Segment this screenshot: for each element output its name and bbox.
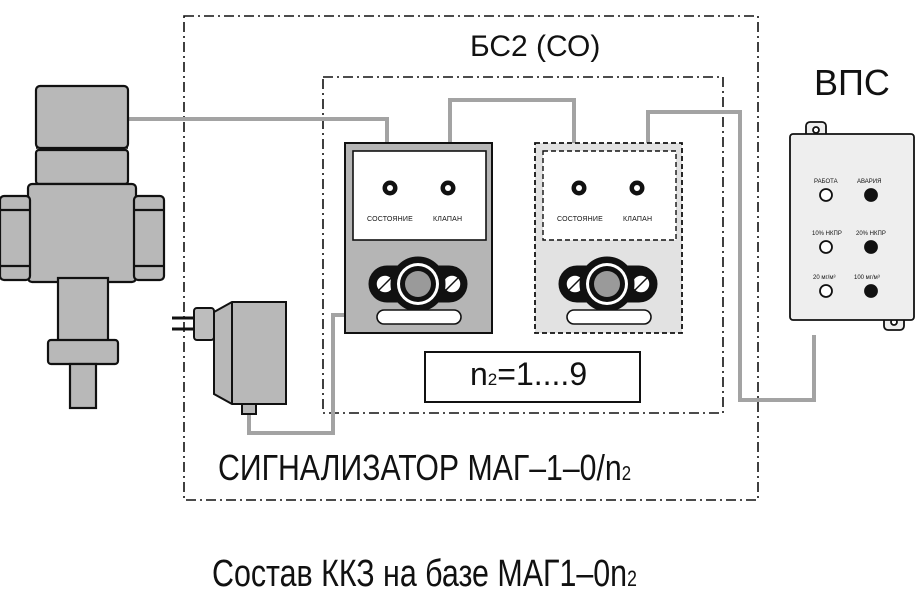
valve-label-text: КЛАПАН (623, 216, 653, 223)
bs2-label: БС2 (СО) (470, 30, 600, 64)
system-label-sub: 2 (621, 463, 632, 485)
count-box (424, 351, 641, 403)
page-title: Состав ККЗ на базе МАГ1–0n2 (212, 553, 637, 596)
module-primary-status-label: СОСТОЯНИЕ (367, 216, 413, 223)
vps-panel (789, 121, 915, 331)
module-secondary (534, 142, 683, 334)
page-title-text: Состав ККЗ на базе МАГ1–0n (212, 553, 628, 595)
label-slot (376, 309, 462, 325)
label-slot (566, 309, 652, 325)
vps-led-alarm-label: АВАРИЯ (857, 179, 881, 185)
solenoid-valve (0, 84, 166, 410)
count-label-range: =1....9 (497, 356, 588, 392)
valve-body (26, 182, 138, 284)
vps-led-work-label: РАБОТА (814, 179, 838, 185)
valve-coil (34, 84, 130, 150)
wire-adapter-to-module (247, 313, 345, 435)
led-work-text: РАБОТА (814, 179, 838, 185)
module-secondary-status-label: СОСТОЯНИЕ (557, 216, 603, 223)
count-label-n: n (470, 356, 488, 392)
valve-label-text: КЛАПАН (433, 216, 463, 223)
page-title-sub: 2 (627, 566, 637, 591)
led-alarm-icon (864, 188, 878, 202)
system-label: СИГНАЛИЗАТОР МАГ–1–0/n2 (218, 447, 631, 489)
led-20mg-text: 20 мг/м³ (813, 275, 836, 281)
module-primary-panel (352, 150, 487, 241)
led-20-text: 20% НКПР (856, 231, 886, 237)
count-label-sub: 2 (487, 370, 498, 389)
led-100mg-icon (864, 284, 878, 298)
status-label-text: СОСТОЯНИЕ (557, 216, 604, 223)
bs2-boundary (322, 76, 724, 414)
led-100mg-text: 100 мг/м³ (854, 275, 880, 281)
vps-led-20mg-label: 20 мг/м³ (813, 275, 835, 281)
module-primary-valve-label: КЛАПАН (433, 216, 462, 223)
led-alarm-text: АВАРИЯ (857, 179, 882, 185)
led-10-icon (819, 240, 833, 254)
status-label-text: СОСТОЯНИЕ (367, 216, 414, 223)
led-work-icon (819, 188, 833, 202)
module-secondary-valve-label: КЛАПАН (623, 216, 652, 223)
system-label-text: СИГНАЛИЗАТОР МАГ–1–0/n (218, 447, 622, 488)
wire-valve-to-module (128, 117, 389, 143)
bs2-label-text: БС2 (СО) (470, 30, 601, 63)
count-label: n2=1....9 (470, 356, 587, 393)
led-20mg-icon (819, 284, 833, 298)
wire-module-to-vps (646, 110, 816, 402)
module-primary (344, 142, 493, 334)
wire-module-link (448, 98, 576, 143)
vps-led-100mg-label: 100 мг/м³ (854, 275, 880, 281)
system-boundary (183, 15, 759, 501)
vps-label-text: ВПС (814, 62, 890, 103)
power-adapter (172, 301, 287, 415)
wires (128, 98, 816, 435)
vps-led-10-label: 10% НКПР (812, 231, 842, 237)
led-20-icon (864, 240, 878, 254)
vps-label: ВПС (814, 62, 890, 104)
vps-led-20-label: 20% НКПР (856, 231, 886, 237)
led-10-text: 10% НКПР (812, 231, 842, 237)
